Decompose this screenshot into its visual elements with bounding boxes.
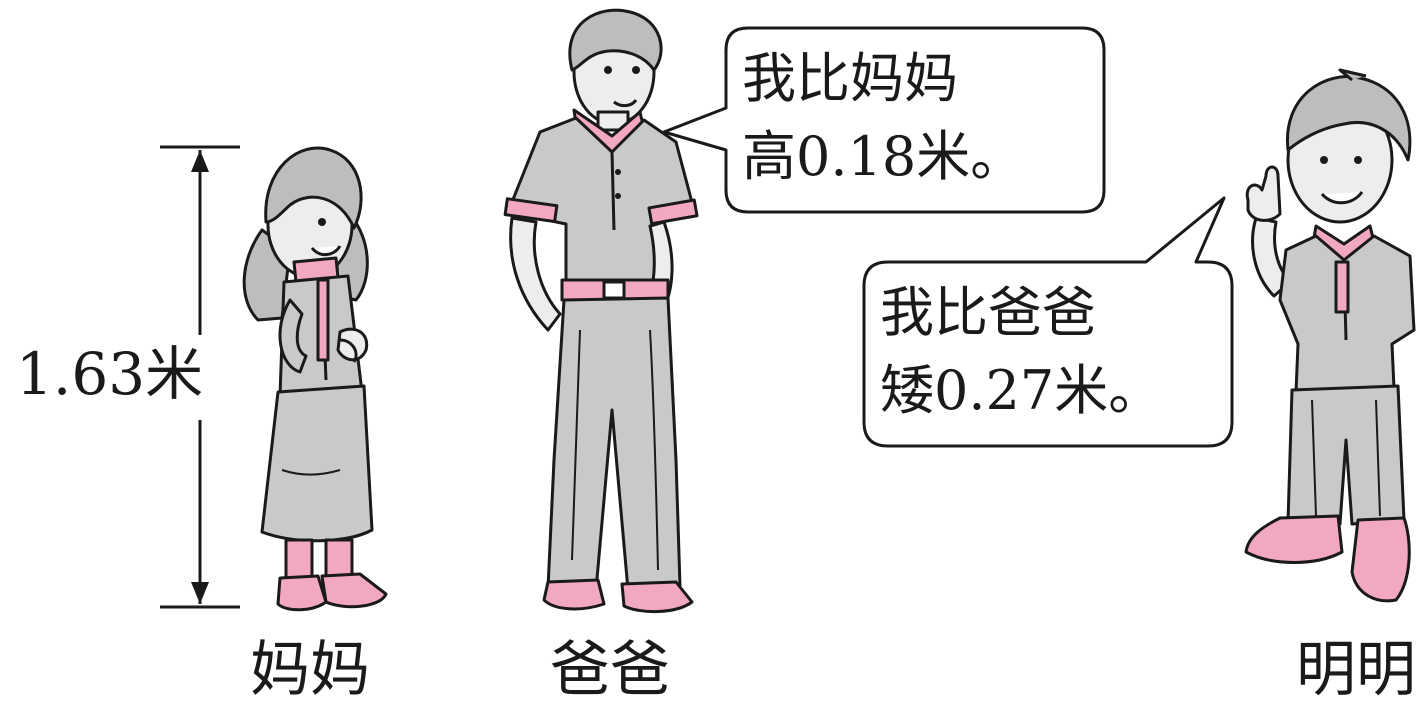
dad-figure bbox=[503, 8, 699, 614]
height-measure-label: 1.63米 bbox=[14, 340, 206, 408]
height-measure-marker bbox=[160, 145, 240, 609]
dad-name-label: 爸爸 bbox=[550, 635, 670, 705]
mingming-bubble-line-1: 我比爸爸 bbox=[880, 281, 1096, 344]
mingming-bubble-line-2: 矮0.27米。 bbox=[880, 359, 1163, 422]
mom-figure bbox=[242, 146, 388, 612]
mingming-speech-bubble bbox=[862, 196, 1234, 448]
dad-speech-bubble bbox=[662, 26, 1106, 214]
mom-name-label: 妈妈 bbox=[250, 635, 370, 705]
dad-bubble-line-2: 高0.18米。 bbox=[742, 125, 1025, 188]
dad-bubble-line-1: 我比妈妈 bbox=[742, 47, 958, 110]
mingming-figure bbox=[1244, 68, 1416, 603]
mingming-name-label: 明明 bbox=[1296, 635, 1416, 705]
